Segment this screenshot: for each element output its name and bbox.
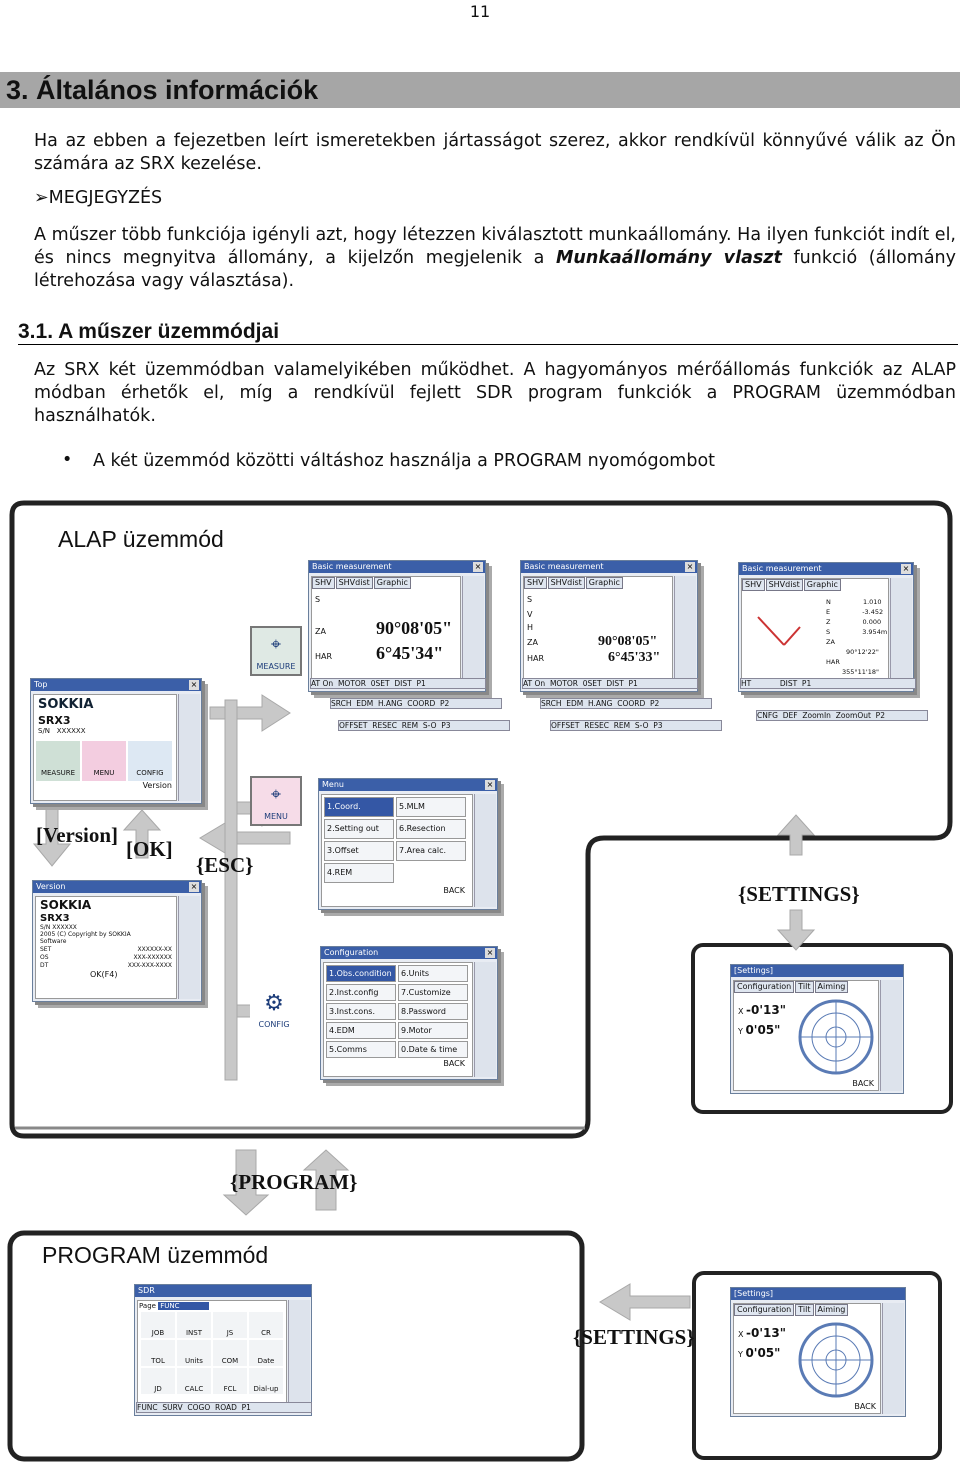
menu-item-area[interactable]: 7.Area calc. xyxy=(396,841,466,861)
settings-back-button[interactable]: BACK xyxy=(852,1079,874,1088)
sdr-date-icon[interactable]: Date xyxy=(249,1340,283,1366)
top-menu-icon: MENU xyxy=(82,741,126,781)
sdr-job-icon[interactable]: JOB xyxy=(141,1312,175,1338)
alap-panel-border xyxy=(9,500,953,1139)
sdr-tol-icon[interactable]: TOL xyxy=(141,1340,175,1366)
menu-icon[interactable]: ⌖MENU xyxy=(250,776,302,826)
key-settings: {SETTINGS} xyxy=(738,882,860,906)
arrow-left-settings2 xyxy=(599,1283,691,1321)
brand-logo: SOKKIA xyxy=(38,697,94,712)
cfg-units[interactable]: 6.Units xyxy=(398,965,468,982)
alap-mode-label: ALAP üzemmód xyxy=(58,526,224,552)
note-paragraph: A műszer több funkciója igényli azt, hog… xyxy=(34,224,956,293)
tilt-circle-graphic xyxy=(798,999,874,1075)
settings2-back-button[interactable]: BACK xyxy=(854,1402,876,1411)
version-screen: Version× SOKKIA SRX3 S/N XXXXXX 2005 (C)… xyxy=(32,880,202,1002)
arrow-down-version xyxy=(32,803,72,867)
sdr-fcl-icon[interactable]: FCL xyxy=(213,1368,247,1394)
menu-item-mlm[interactable]: 5.MLM xyxy=(396,797,466,817)
note-text-1: A műszer több funkciója igényli azt, hog… xyxy=(34,225,956,268)
vertical-connector xyxy=(224,699,238,1081)
cfg-customize[interactable]: 7.Customize xyxy=(398,984,468,1001)
note-text-2: funkció (állomány létrehozása vagy válas… xyxy=(34,248,956,291)
softkeys-p3[interactable]: OFFSET RESEC REM S-O P3 xyxy=(338,720,510,731)
cfg-date-time[interactable]: 0.Date & time xyxy=(398,1041,468,1058)
sdr-softkeys[interactable]: FUNC SURV COGO ROAD P1 xyxy=(136,1402,312,1413)
top-measure-icon: MEASURE xyxy=(36,741,80,781)
menu-item-setting-out[interactable]: 2.Setting out xyxy=(324,819,394,839)
sdr-dialup-icon[interactable]: Dial-up xyxy=(249,1368,283,1394)
arrow-up-settings xyxy=(776,814,816,856)
graphic-softkeys-p1[interactable]: HT DIST P1 xyxy=(740,678,916,689)
bullet-dot: • xyxy=(62,450,73,470)
note-label: ➢MEGJEGYZÉS xyxy=(34,188,163,208)
arrow-right-1 xyxy=(209,694,291,732)
note-emphasis: Munkaállomány vlaszt xyxy=(556,248,782,268)
cfg-edm[interactable]: 4.EDM xyxy=(326,1022,396,1039)
arrow-up-ok xyxy=(122,809,162,859)
section-heading: 3.1. A műszer üzemmódjai xyxy=(18,320,958,345)
cfg-inst-cons[interactable]: 3.Inst.cons. xyxy=(326,1003,396,1020)
sdr-js-icon[interactable]: JS xyxy=(213,1312,247,1338)
softkeys-p1[interactable]: AT On MOTOR 0SET DIST P1 xyxy=(310,678,486,689)
softkeys-p2[interactable]: SRCH EDM H.ANG COORD P2 xyxy=(330,698,502,709)
measure-icon[interactable]: ⌖MEASURE xyxy=(250,626,302,676)
graphic-plot xyxy=(757,616,801,646)
settings2-panel-border xyxy=(692,1271,942,1460)
arrow-down-settings xyxy=(776,909,816,951)
sdr-units-icon[interactable]: Units xyxy=(177,1340,211,1366)
top-screen: Top× SOKKIA SRX3 S/N XXXXXX MEASURE MENU… xyxy=(30,678,202,804)
key-program: {PROGRAM} xyxy=(230,1170,358,1194)
cfg-inst-config[interactable]: 2.Inst.config xyxy=(326,984,396,1001)
version-button[interactable]: Version xyxy=(142,781,172,790)
cfg-back-button[interactable]: BACK xyxy=(443,1059,465,1068)
cfg-obs-condition[interactable]: 1.Obs.condition xyxy=(326,965,396,982)
softkeys-p2-b[interactable]: SRCH EDM H.ANG COORD P2 xyxy=(540,698,712,709)
intro-paragraph: Ha az ebben a fejezetben leírt ismeretek… xyxy=(34,131,956,174)
key-version: [Version] xyxy=(36,823,119,847)
menu-item-rem[interactable]: 4.REM xyxy=(324,863,394,883)
menu-item-offset[interactable]: 3.Offset xyxy=(324,841,394,861)
key-esc: {ESC} xyxy=(196,853,254,877)
chapter-heading: 3. Általános információk xyxy=(0,72,960,108)
sdr-screen: SDR Page FUNC JOB INST JS CR TOL Units C… xyxy=(134,1284,312,1416)
settings-panel-border xyxy=(691,943,953,1114)
cfg-comms[interactable]: 5.Comms xyxy=(326,1041,396,1058)
page-number: 11 xyxy=(469,2,491,21)
config-icon[interactable]: ⚙CONFIG xyxy=(250,988,298,1036)
key-settings-program: {SETTINGS} xyxy=(573,1325,695,1349)
top-config-icon: CONFIG xyxy=(128,741,172,781)
sdr-inst-icon[interactable]: INST xyxy=(177,1312,211,1338)
sdr-cr-icon[interactable]: CR xyxy=(249,1312,283,1338)
program-mode-label: PROGRAM üzemmód xyxy=(42,1242,269,1268)
sdr-calc-icon[interactable]: CALC xyxy=(177,1368,211,1394)
model-text: SRX3 xyxy=(38,714,71,727)
section-paragraph: Az SRX két üzemmódban valamelyikében műk… xyxy=(34,360,956,426)
cfg-motor[interactable]: 9.Motor xyxy=(398,1022,468,1039)
softkeys-p3-b[interactable]: OFFSET RESEC REM S-O P3 xyxy=(550,720,722,731)
graphic-softkeys-p2[interactable]: CNFG DEF ZoomIn ZoomOut P2 xyxy=(756,710,928,721)
arrow-up-program xyxy=(302,1149,350,1211)
sdr-com-icon[interactable]: COM xyxy=(213,1340,247,1366)
menu-item-resection[interactable]: 6.Resection xyxy=(396,819,466,839)
sdr-jd-icon[interactable]: JD xyxy=(141,1368,175,1394)
cfg-password[interactable]: 8.Password xyxy=(398,1003,468,1020)
key-ok: [OK] xyxy=(126,837,173,861)
program-panel-border xyxy=(7,1230,585,1462)
softkeys-p1-b[interactable]: AT On MOTOR 0SET DIST P1 xyxy=(522,678,698,689)
bullet-text: A két üzemmód közötti váltáshoz használj… xyxy=(93,451,716,471)
arrow-down-program xyxy=(222,1149,270,1216)
tilt-circle-graphic-2 xyxy=(798,1322,874,1398)
menu-item-coord[interactable]: 1.Coord. xyxy=(324,797,394,817)
ok-f4-button[interactable]: OK(F4) xyxy=(90,970,118,979)
menu-back-button[interactable]: BACK xyxy=(443,886,465,895)
